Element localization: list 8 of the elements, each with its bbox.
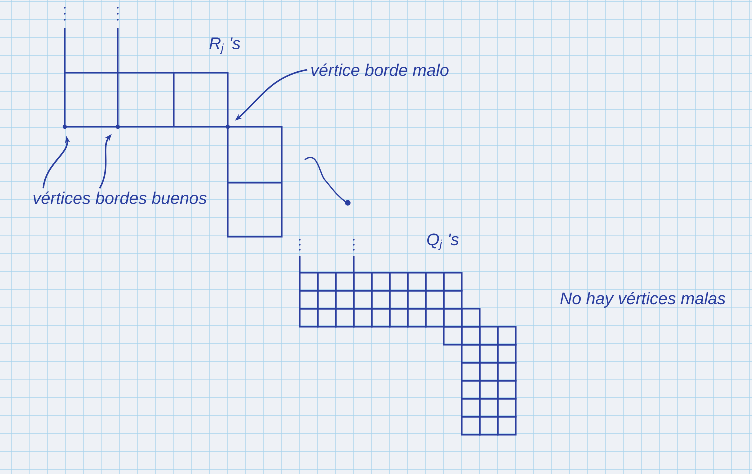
vertex-point xyxy=(62,124,68,130)
handwritten-note: vértices bordes buenos xyxy=(34,192,207,204)
handwritten-label: Q$_{j}$ 's xyxy=(428,234,459,250)
handwritten-note: vértice borde malo xyxy=(312,64,449,76)
vertex-point xyxy=(116,124,120,130)
handwritten-label: No hay vértices malas xyxy=(560,292,726,308)
vertex-point xyxy=(226,124,230,130)
handwritten-label: R$_{j}$ 's xyxy=(210,38,241,54)
